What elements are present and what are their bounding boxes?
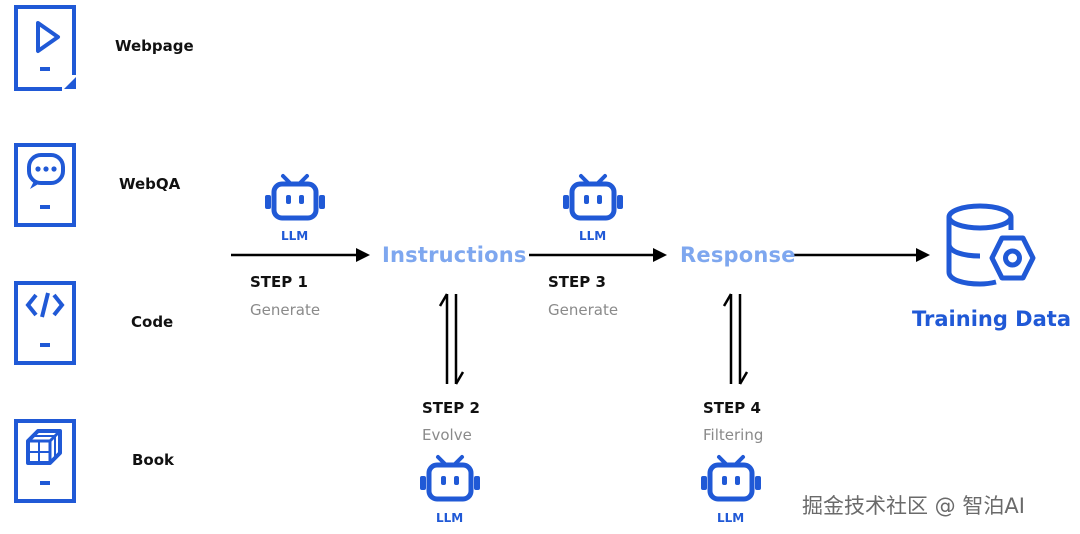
watermark: 掘金技术社区 @ 智泊AI bbox=[802, 494, 1025, 518]
step-3-action: Generate bbox=[548, 301, 619, 319]
arrow-step4-loop bbox=[722, 293, 749, 385]
step-1-title: STEP 1 bbox=[250, 273, 308, 291]
robot-icon bbox=[563, 174, 623, 221]
robot-icon bbox=[701, 455, 761, 502]
llm-label: LLM bbox=[281, 229, 309, 243]
arrow-step1 bbox=[231, 248, 370, 262]
llm-label: LLM bbox=[717, 511, 745, 525]
source-label-code: Code bbox=[131, 313, 174, 331]
code-page-icon bbox=[14, 281, 76, 365]
step-4-title: STEP 4 bbox=[703, 399, 761, 417]
robot-icon bbox=[420, 455, 480, 502]
source-label-webqa: WebQA bbox=[119, 175, 181, 193]
source-label-webpage: Webpage bbox=[115, 37, 194, 55]
llm-label: LLM bbox=[436, 511, 464, 525]
step-2-title: STEP 2 bbox=[422, 399, 480, 417]
cube-page-icon bbox=[14, 419, 76, 503]
play-page-icon bbox=[14, 5, 76, 91]
llm-label: LLM bbox=[579, 229, 607, 243]
step-1-action: Generate bbox=[250, 301, 321, 319]
instructions-node: Instructions bbox=[382, 243, 527, 267]
robot-icon bbox=[265, 174, 325, 221]
step-3-title: STEP 3 bbox=[548, 273, 606, 291]
training-data-label: Training Data bbox=[912, 307, 1071, 331]
arrow-step2-loop bbox=[438, 293, 465, 385]
step-2-action: Evolve bbox=[422, 426, 472, 444]
database-icon bbox=[946, 203, 1036, 287]
chat-page-icon bbox=[14, 143, 76, 227]
arrow-to-training-data bbox=[794, 248, 930, 262]
source-label-book: Book bbox=[132, 451, 175, 469]
step-4-action: Filtering bbox=[703, 426, 764, 444]
arrow-step3 bbox=[529, 248, 667, 262]
response-node: Response bbox=[680, 243, 796, 267]
